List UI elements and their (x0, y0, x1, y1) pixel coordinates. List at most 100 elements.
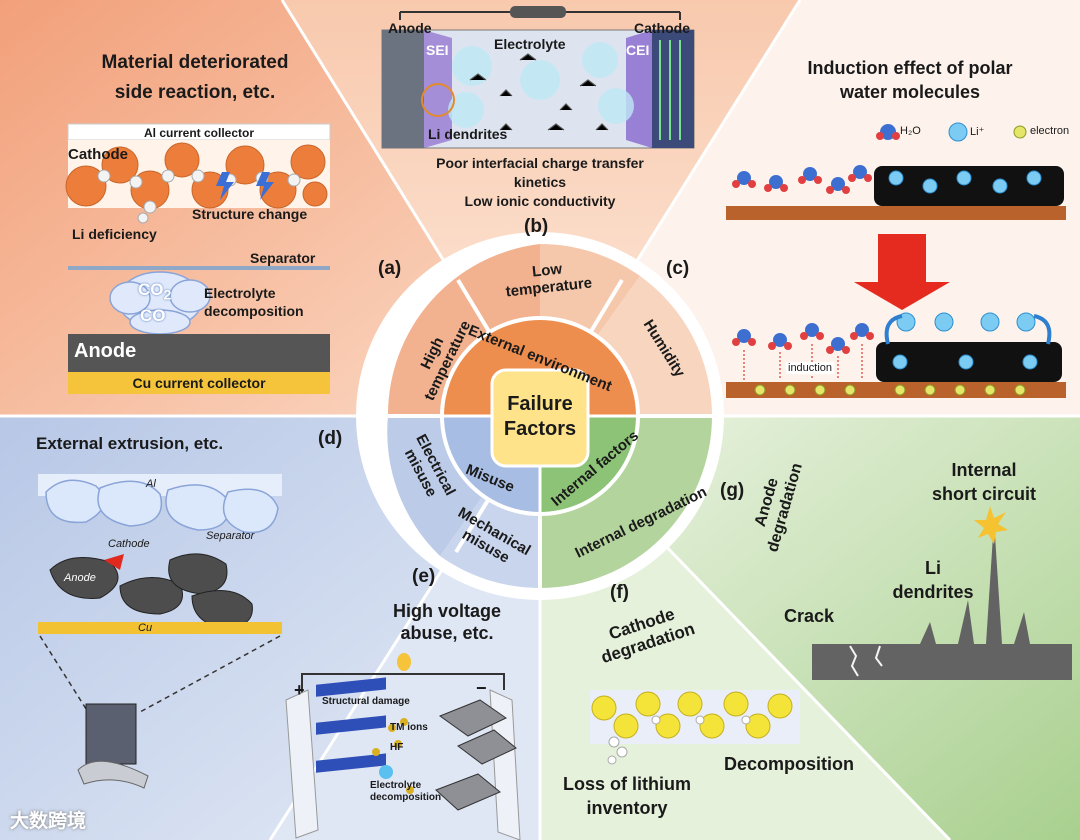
blue-curve-right (1033, 314, 1052, 345)
co-label: CO (140, 306, 166, 325)
separator-line (68, 266, 330, 270)
al-label-d: Al (146, 478, 156, 490)
minus-sign: − (476, 678, 487, 698)
positive-plate (285, 689, 319, 839)
li-dendrites-g-line2: dendrites (892, 582, 974, 602)
dendrite-spikes (920, 520, 1030, 644)
panel-e-title-line1: High voltage (392, 601, 501, 621)
cathode-blobs (45, 479, 279, 534)
separator-label-d: Separator (206, 530, 255, 542)
li-dendrites-label-b: Li dendrites (428, 126, 508, 142)
negative-plate (489, 689, 521, 840)
internal-short-circuit-label: Internal short circuit (914, 458, 1054, 506)
panel-e-title-line2: abuse, etc. (400, 623, 494, 643)
isc-line2: short circuit (931, 484, 1037, 504)
structural-damage-label: Structural damage (322, 696, 410, 707)
co2-label: CO2 (138, 280, 171, 303)
zoom-lines (39, 635, 281, 713)
cu-label-d: Cu (138, 622, 153, 634)
cathode-vacancies (607, 715, 751, 765)
li-dendrites-g-line1: Li (925, 558, 941, 578)
co2-subscript: 2 (163, 287, 172, 304)
anode-label-a: Anode (74, 340, 137, 362)
cathode-yellow-particles (591, 691, 793, 739)
cei-label: CEI (626, 42, 650, 58)
cei-layer (626, 30, 652, 148)
al-collector-label: Al current collector (143, 126, 255, 140)
water-molecules-bottom (732, 323, 874, 354)
electrolyte-label-b: Electrolyte (494, 36, 566, 52)
cathode-stripes (659, 40, 681, 140)
hf-label: HF (390, 742, 404, 753)
electrolyte-decomp-a-line1: Electrolyte (204, 285, 276, 301)
li-deficiency-label: Li deficiency (72, 226, 157, 242)
tm-ions-label: TM ions (390, 722, 428, 733)
co2-text: CO (138, 280, 164, 299)
cathode-electrode (652, 30, 694, 148)
center-line2: Factors (503, 418, 577, 440)
anode-label-d: Anode (64, 572, 96, 584)
panel-a-title-line1: Material deteriorated (101, 52, 289, 73)
anode-label-b: Anode (388, 20, 432, 36)
blue-curve-left (884, 314, 903, 345)
legend-li-label: Li⁺ (970, 126, 985, 138)
electrolyte-decomp-label-e: Electrolyte decomposition (370, 780, 441, 804)
cathode-layers (316, 677, 386, 773)
panel-c-title: Induction effect of polar water molecule… (770, 56, 1050, 104)
car-icon (510, 6, 566, 18)
cathode-label-a: Cathode (68, 146, 128, 163)
red-arrow-small (104, 554, 124, 570)
electrons-bottom (754, 384, 1026, 396)
panel-d-title: External extrusion, etc. (36, 434, 224, 453)
center-title: Failure Factors (492, 392, 588, 442)
li-ions-top (888, 170, 1042, 194)
hf-dot (379, 765, 393, 779)
electrode-top (726, 206, 1066, 220)
panel-b-caption: Poor interfacial charge transfer kinetic… (390, 154, 690, 211)
crack-lines (849, 645, 883, 677)
panel-f-letter: (f) (610, 582, 629, 603)
plus-sign: + (294, 680, 305, 700)
lightning-icons (216, 172, 274, 200)
isc-line1: Internal (951, 460, 1017, 480)
circuit-wire (301, 673, 505, 696)
anode-layer (68, 334, 330, 372)
loss-li-line1: Loss of lithium (563, 774, 691, 794)
panel-c-letter: (c) (666, 258, 690, 279)
center-box (490, 368, 590, 468)
li-layer-top (874, 166, 1064, 206)
anode-blobs (49, 553, 253, 629)
legend-icons (876, 122, 1027, 142)
watermark-text: 大数跨境 (10, 810, 87, 832)
panel-b-caption-line2: kinetics (513, 174, 567, 190)
separator-label-a: Separator (250, 250, 316, 266)
structure-change-label: Structure change (192, 206, 308, 222)
electrolyte-decomp-label-a: Electrolyte decomposition (204, 284, 304, 320)
electrolyte-decomp-e-line2: decomposition (370, 792, 442, 803)
panel-a-letter: (a) (378, 258, 402, 279)
cathode-label-b: Cathode (634, 20, 690, 36)
panel-a-title: Material deteriorated side reaction, etc… (60, 48, 330, 108)
water-molecules-top (732, 165, 872, 194)
loss-li-inventory-label: Loss of lithium inventory (552, 772, 702, 820)
dendrite-circle (421, 83, 455, 117)
gas-cloud (109, 271, 211, 335)
anode-electrode (382, 30, 424, 148)
solvent-molecules (469, 53, 609, 131)
decomposition-label: Decomposition (724, 754, 855, 774)
panel-a-title-line2: side reaction, etc. (114, 82, 276, 103)
cu-collector-label: Cu current collector (132, 375, 266, 391)
sei-label: SEI (426, 42, 449, 58)
bulb-icon (397, 653, 411, 671)
induction-label: induction (786, 362, 835, 374)
electrolyte-decomp-a-line2: decomposition (204, 303, 304, 319)
electrolyte-decomp-e-line1: Electrolyte (370, 780, 422, 791)
panel-g-letter: (g) (720, 480, 745, 501)
panel-b-letter: (b) (524, 216, 549, 237)
spark-icon (974, 506, 1008, 544)
center-line1: Failure (507, 393, 573, 415)
panel-b-caption-line1: Poor interfacial charge transfer (436, 155, 644, 171)
panel-e-letter: (e) (412, 566, 436, 587)
